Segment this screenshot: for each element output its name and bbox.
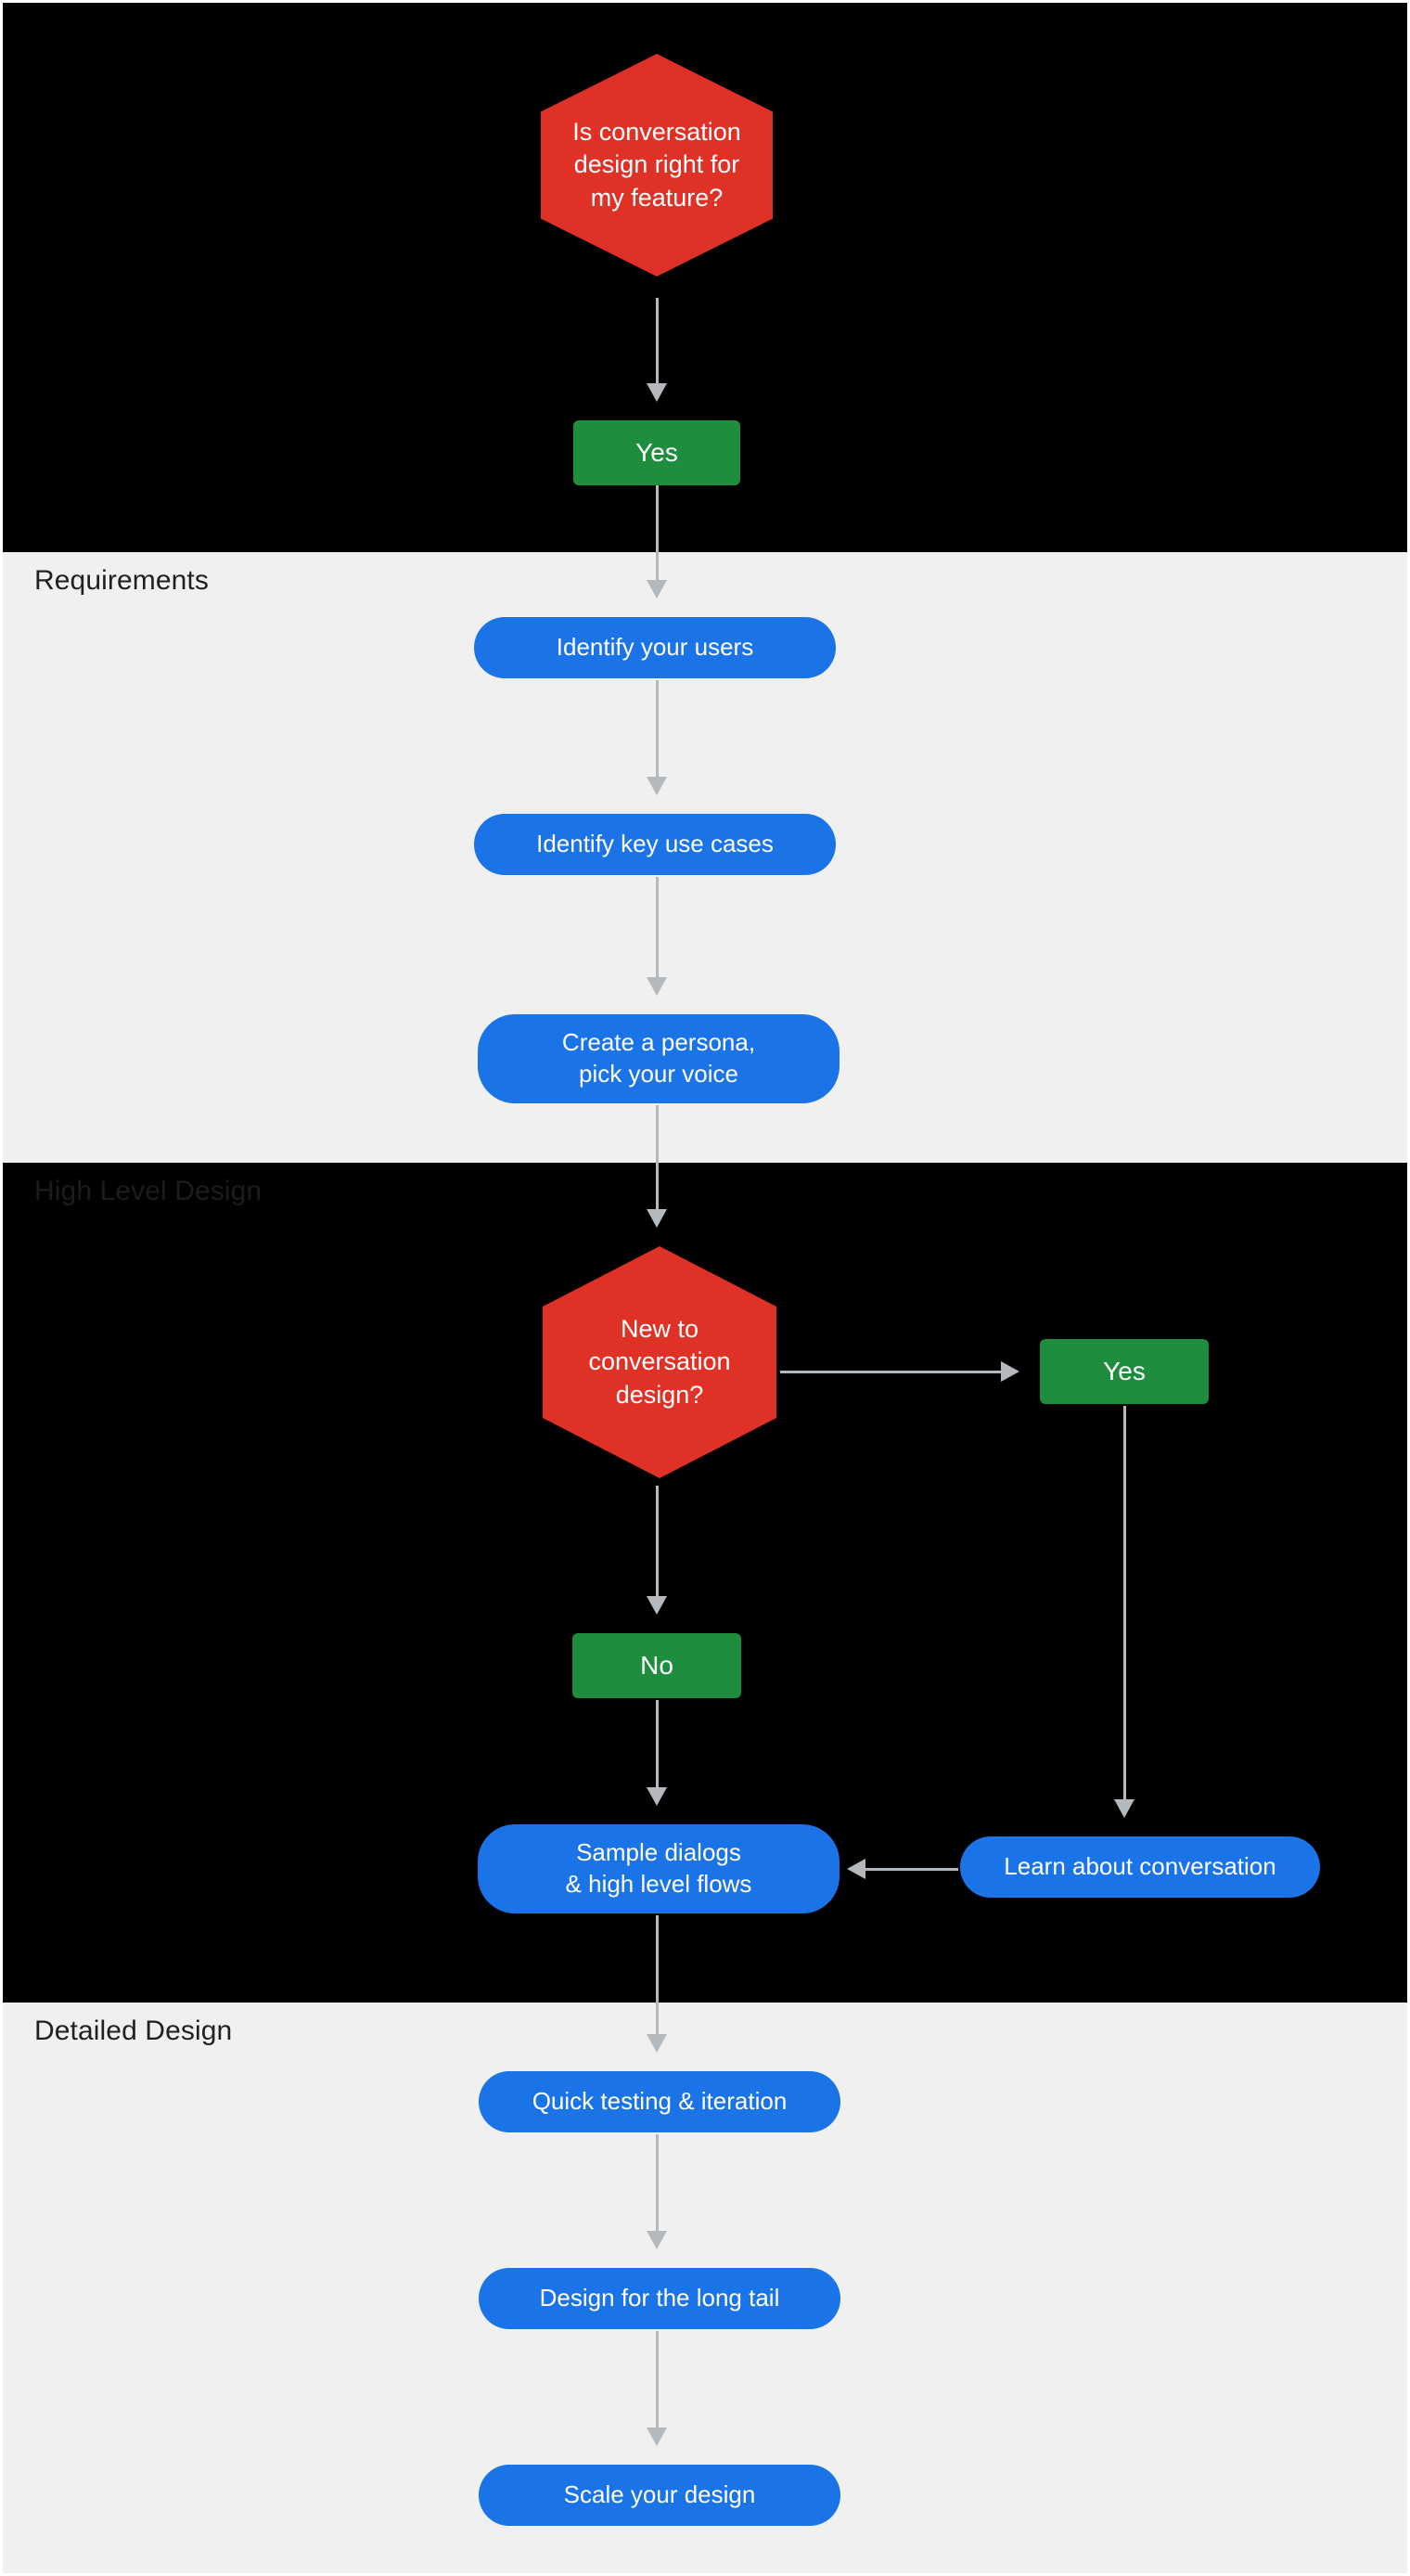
connector-arrowhead-down <box>647 2231 667 2249</box>
connector-line <box>656 680 659 779</box>
connector-arrowhead-down <box>647 1787 667 1806</box>
connector-line <box>656 2134 659 2233</box>
node-create-persona[interactable]: Create a persona, pick your voice <box>478 1014 840 1103</box>
connector-arrowhead-down <box>647 1209 667 1228</box>
connector-arrowhead-down <box>647 2428 667 2446</box>
node-scale-design[interactable]: Scale your design <box>479 2465 840 2526</box>
connector-arrowhead-down <box>647 383 667 402</box>
connector-line <box>864 1868 958 1871</box>
connector-line <box>656 1915 659 2036</box>
connector-arrowhead-right <box>1001 1361 1019 1382</box>
node-quick-testing[interactable]: Quick testing & iteration <box>479 2071 840 2132</box>
connector-arrowhead-down <box>647 777 667 795</box>
node-learn-about-conversation[interactable]: Learn about conversation <box>960 1836 1320 1898</box>
connector-line <box>1123 1406 1126 1801</box>
node-identify-use-cases[interactable]: Identify key use cases <box>474 814 836 875</box>
section-title-detailed: Detailed Design <box>34 2016 233 2046</box>
connector-line <box>656 1486 659 1598</box>
connector-arrowhead-down <box>647 2034 667 2053</box>
connector-line <box>656 2331 659 2429</box>
node-design-long-tail[interactable]: Design for the long tail <box>479 2268 840 2329</box>
connector-line <box>656 1700 659 1789</box>
connector-arrowhead-down <box>647 977 667 996</box>
connector-arrowhead-down <box>647 580 667 599</box>
connector-line <box>656 485 659 582</box>
node-no-1[interactable]: No <box>572 1633 741 1698</box>
connector-arrowhead-left <box>847 1859 865 1879</box>
connector-arrowhead-down <box>647 1596 667 1615</box>
node-sample-dialogs[interactable]: Sample dialogs & high level flows <box>478 1824 840 1913</box>
node-yes-1[interactable]: Yes <box>573 420 740 485</box>
section-title-requirements: Requirements <box>34 565 209 596</box>
connector-line <box>656 877 659 979</box>
node-yes-2[interactable]: Yes <box>1040 1339 1209 1404</box>
section-title-high-level: High Level Design <box>34 1176 263 1206</box>
connector-line <box>656 298 659 385</box>
node-identify-users[interactable]: Identify your users <box>474 617 836 678</box>
connector-line <box>780 1371 1003 1373</box>
connector-arrowhead-down <box>1114 1799 1134 1818</box>
connector-line <box>656 1105 659 1211</box>
